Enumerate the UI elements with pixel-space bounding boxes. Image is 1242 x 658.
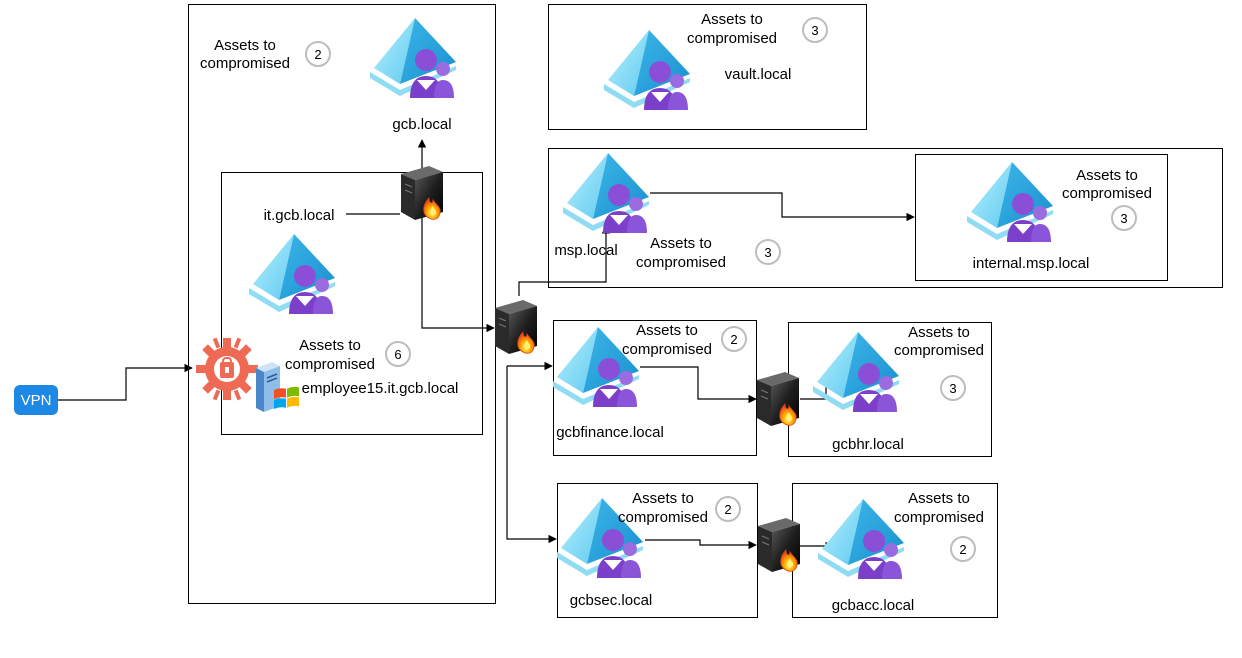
msp-to-internal-connector xyxy=(650,192,915,222)
gcbsec-assets-count: 2 xyxy=(724,502,731,517)
fw-to-central-connector xyxy=(421,214,495,333)
gcbhr-domain-icon xyxy=(813,332,899,412)
gcbacc-domain-name: gcbacc.local xyxy=(832,597,915,614)
gcbhr-assets-count-badge xyxy=(940,375,966,401)
gcbfinance-assets-line1: Assets to xyxy=(636,322,698,339)
msp-domain-icon xyxy=(563,153,649,233)
gcbfinance-domain-name: gcbfinance.local xyxy=(556,424,664,441)
gcbsec-domain-name: gcbsec.local xyxy=(570,592,653,609)
gcbsec-box xyxy=(557,483,758,618)
vault-assets-line1: Assets to xyxy=(701,11,763,28)
gcbsec-assets-line2: compromised xyxy=(618,509,708,526)
outer-gcb-box xyxy=(188,4,496,604)
gcb-assets-line2: compromised xyxy=(200,55,290,72)
msp-box xyxy=(548,148,1223,288)
internal-msp-assets-line2: compromised xyxy=(1062,185,1152,202)
msp-assets-line2: compromised xyxy=(636,254,726,271)
vpn-connector xyxy=(58,363,193,401)
internal-msp-domain-icon xyxy=(967,162,1053,242)
gcbfinance-domain-icon xyxy=(553,327,639,407)
gcbfinance-assets-line2: compromised xyxy=(622,341,712,358)
vpn-label: VPN xyxy=(21,392,52,409)
gcb-domain-name: gcb.local xyxy=(392,116,451,133)
vault-box xyxy=(548,4,867,130)
gcbacc-assets-count: 2 xyxy=(959,542,966,557)
host-name: employee15.it.gcb.local xyxy=(302,380,459,397)
vault-domain-icon xyxy=(604,30,690,110)
internal-msp-box xyxy=(915,154,1168,281)
gcbsec-assets-line1: Assets to xyxy=(632,490,694,507)
vault-domain-name: vault.local xyxy=(725,66,792,83)
msp-assets-count-badge xyxy=(755,239,781,265)
gcbhr-assets-count: 3 xyxy=(949,381,956,396)
gcbhr-assets-line1: Assets to xyxy=(908,324,970,341)
msp-assets-line1: Assets to xyxy=(650,235,712,252)
internal-msp-assets-count: 3 xyxy=(1120,211,1127,226)
vpn-node: VPN xyxy=(14,385,58,415)
vault-assets-line2: compromised xyxy=(687,30,777,47)
vault-assets-count: 3 xyxy=(811,23,818,38)
vault-assets-count-badge xyxy=(802,17,828,43)
gcbacc-domain-icon xyxy=(818,499,904,579)
firewall-icon-finance-hr xyxy=(756,371,800,427)
gcbhr-assets-line2: compromised xyxy=(894,342,984,359)
gcb-assets-count-badge xyxy=(305,41,331,67)
attacker-gear-icon xyxy=(195,336,259,402)
gcbfinance-box xyxy=(553,320,757,456)
firewall-icon-sec-acc xyxy=(757,517,801,573)
central-to-sec-connector xyxy=(506,366,557,544)
it-gcb-domain-icon xyxy=(249,234,335,314)
it-gcb-assets-line2: compromised xyxy=(285,356,375,373)
msp-domain-name: msp.local xyxy=(554,242,617,259)
it-gcb-box xyxy=(221,172,483,435)
internal-msp-domain-name: internal.msp.local xyxy=(973,255,1090,272)
gcbacc-assets-line1: Assets to xyxy=(908,490,970,507)
vpn-badge xyxy=(14,385,58,415)
it-gcb-domain-name: it.gcb.local xyxy=(264,207,335,224)
internal-msp-assets-line1: Assets to xyxy=(1076,167,1138,184)
sec-to-acc-connector xyxy=(645,539,757,550)
it-gcb-assets-count: 6 xyxy=(394,347,401,362)
it-gcb-assets-count-badge xyxy=(385,341,411,367)
connectors xyxy=(58,139,915,551)
firewall-icon-itgcb xyxy=(400,165,444,221)
internal-msp-assets-count-badge xyxy=(1111,205,1137,231)
gcb-assets-line1: Assets to xyxy=(214,37,276,54)
gcbfinance-assets-count-badge xyxy=(721,326,747,352)
gcbacc-assets-count-badge xyxy=(950,536,976,562)
gcbsec-assets-count-badge xyxy=(715,496,741,522)
finance-to-hr-connector xyxy=(640,366,757,404)
gcbacc-assets-line2: compromised xyxy=(894,509,984,526)
it-gcb-assets-line1: Assets to xyxy=(299,337,361,354)
msp-assets-count: 3 xyxy=(764,245,771,260)
firewall-icon-central xyxy=(494,299,538,355)
gcbhr-domain-name: gcbhr.local xyxy=(832,436,904,453)
gcb-domain-icon xyxy=(370,18,456,98)
gcb-assets-count: 2 xyxy=(314,47,321,62)
gcbfinance-assets-count: 2 xyxy=(730,332,737,347)
central-to-msp-connector xyxy=(518,225,611,296)
